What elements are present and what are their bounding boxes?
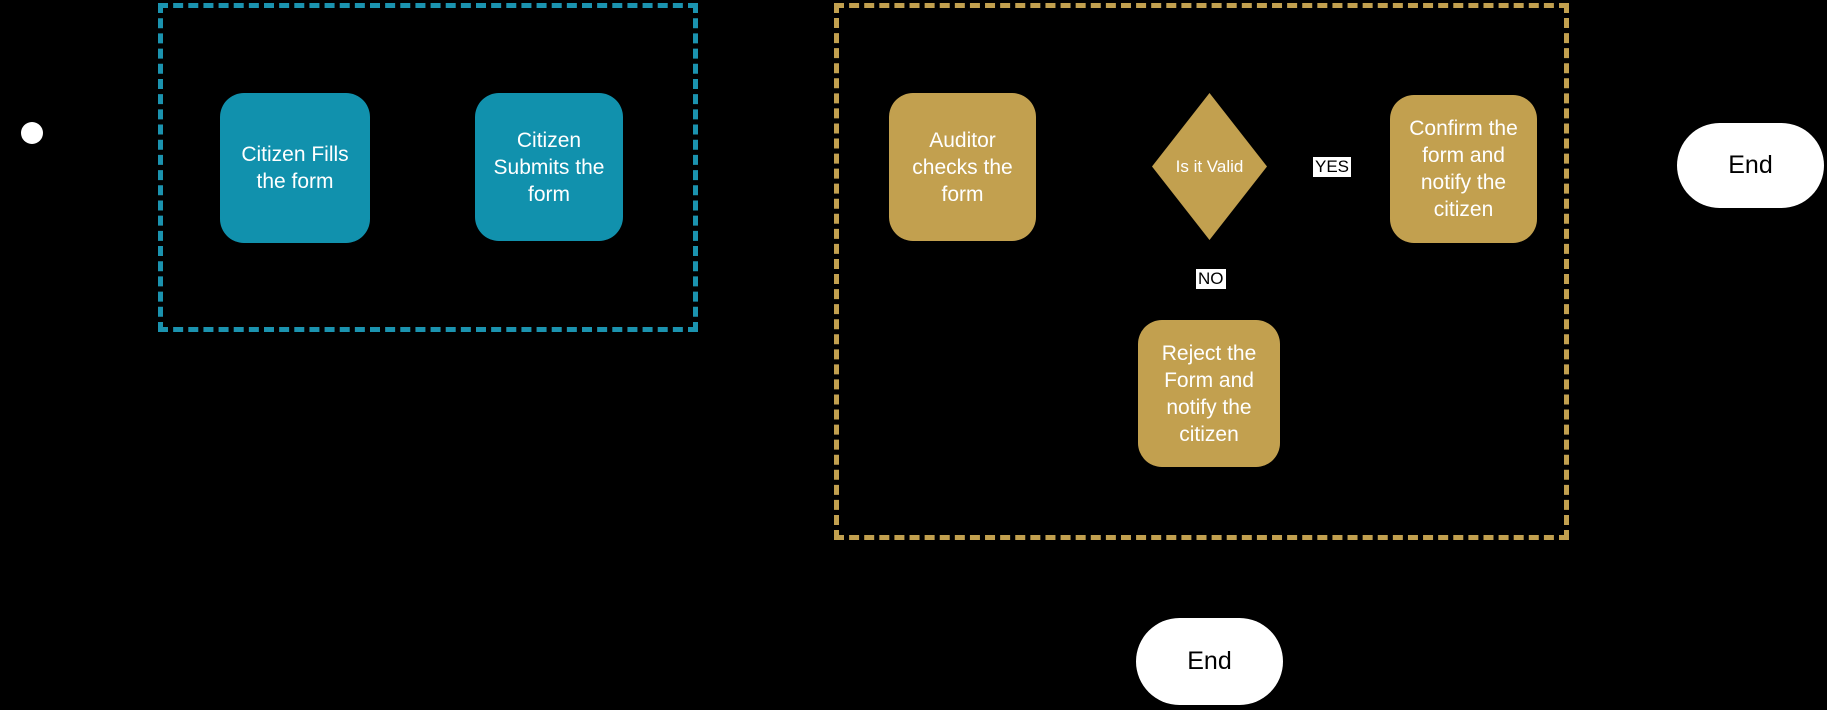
node-citizen-submits-form: Citizen Submits the form: [475, 93, 623, 241]
node-reject-form: Reject the Form and notify the citizen: [1138, 320, 1280, 467]
end-node-right-label: End: [1728, 151, 1773, 179]
end-node-bottom-label: End: [1187, 647, 1232, 675]
node-confirm-form: Confirm the form and notify the citizen: [1390, 95, 1537, 243]
node-citizen-fills-form: Citizen Fills the form: [220, 93, 370, 243]
node-auditor-checks-form: Auditor checks the form: [889, 93, 1036, 241]
citizen-lane: [158, 3, 698, 332]
auditor-lane: [834, 3, 1569, 540]
end-node-right: End: [1677, 123, 1824, 208]
end-node-bottom: End: [1136, 618, 1283, 705]
edge-label-no: NO: [1196, 269, 1226, 289]
node-confirm-form-label: Confirm the form and notify the citizen: [1409, 117, 1518, 221]
node-citizen-submits-form-label: Citizen Submits the form: [493, 128, 605, 206]
node-citizen-fills-form-label: Citizen Fills the form: [241, 143, 349, 193]
start-node: [21, 122, 43, 144]
decision-is-it-valid-label: Is it Valid: [1175, 156, 1244, 176]
node-auditor-checks-form-label: Auditor checks the form: [912, 128, 1013, 206]
edge-label-yes: YES: [1313, 157, 1352, 177]
node-reject-form-label: Reject the Form and notify the citizen: [1161, 341, 1257, 446]
